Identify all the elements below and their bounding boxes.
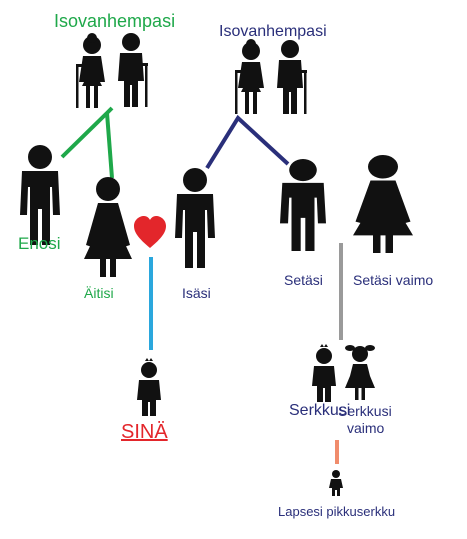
elderly-woman-icon xyxy=(76,33,105,108)
boy-icon xyxy=(137,358,161,416)
cousin-wife-label-line2: vaimo xyxy=(347,420,385,436)
green-connector xyxy=(60,106,114,179)
connector-lines xyxy=(60,106,343,464)
second-cousin-label: Lapsesi pikkuserkku xyxy=(278,504,396,519)
man-icon xyxy=(20,145,60,245)
elderly-woman-icon xyxy=(235,39,264,114)
grandparents-father-label: Isovanhempasi xyxy=(219,23,327,40)
grandparents-father-group xyxy=(235,39,307,114)
father-label: Isäsi xyxy=(182,285,211,301)
grandparents-mother-label: Isovanhempasi xyxy=(54,11,176,31)
elderly-man-icon xyxy=(118,33,148,107)
heart-icon xyxy=(134,216,166,248)
woman-icon xyxy=(84,177,132,277)
navy-connector xyxy=(205,114,290,170)
uncle-father-side-label: Setäsi xyxy=(284,272,323,288)
man-icon xyxy=(175,168,215,268)
grandparents-mother-group xyxy=(76,33,148,108)
baby-icon xyxy=(329,470,343,496)
girl-icon xyxy=(345,345,375,400)
uncle-wife-figure xyxy=(353,155,413,253)
you-label: SINÄ xyxy=(121,421,168,443)
cousin-wife-label-line1: Serkkusi xyxy=(338,403,392,419)
uncle-father-side-figure xyxy=(280,159,326,251)
cousin-label: Serkkusi xyxy=(289,402,351,419)
man-icon xyxy=(280,159,326,251)
uncle-wife-label: Setäsi vaimo xyxy=(353,272,434,288)
mother-label: Äitisi xyxy=(84,285,114,301)
elderly-man-icon xyxy=(277,40,307,114)
boy-icon xyxy=(312,344,336,402)
woman-icon xyxy=(353,155,413,253)
uncle-mother-side-label: Enosi xyxy=(18,234,61,253)
